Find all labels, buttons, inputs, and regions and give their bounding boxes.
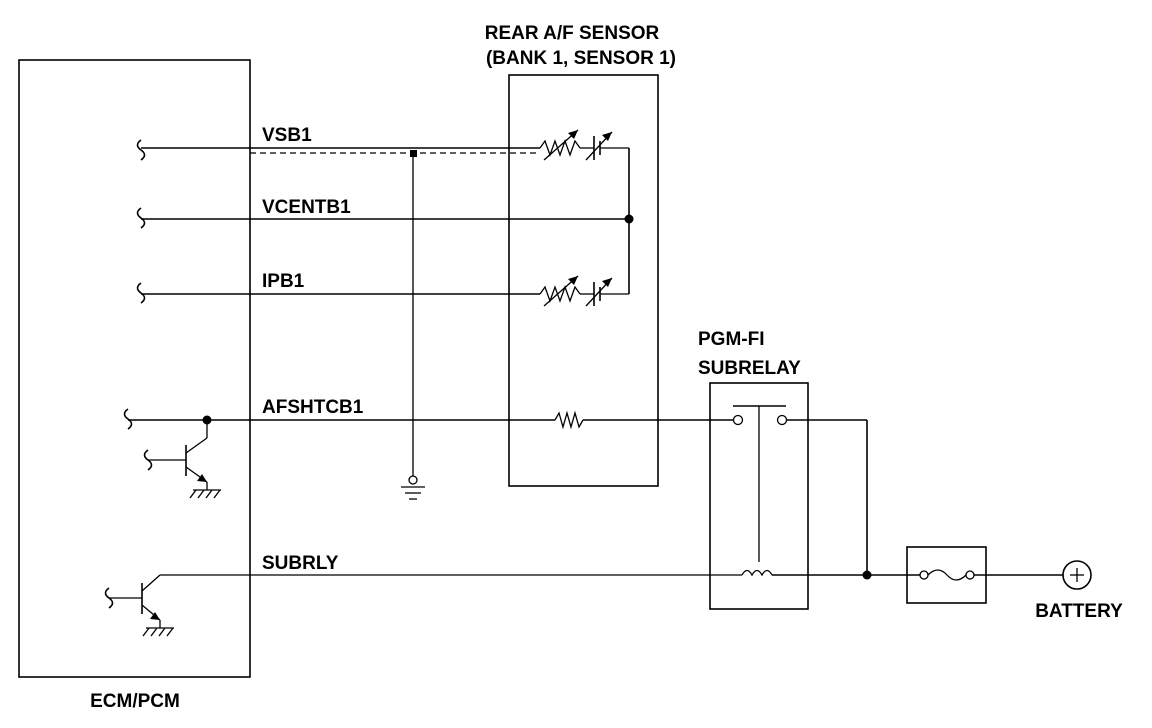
rear-af-sensor-box	[508, 74, 659, 487]
relay-label-line1: PGM-FI	[698, 329, 765, 350]
sensor-label-line2: (BANK 1, SENSOR 1)	[486, 48, 676, 69]
wire-label-ipb1: IPB1	[262, 271, 305, 292]
wire-label-afshtcb1: AFSHTCB1	[262, 397, 364, 418]
heater-transistor	[148, 420, 221, 499]
wire-label-vsb1: VSB1	[262, 125, 312, 146]
battery-symbol	[1062, 560, 1092, 590]
ecm-pcm-box	[18, 59, 251, 678]
pgm-fi-subrelay-box	[709, 382, 809, 610]
wire-vcentb1	[141, 148, 634, 294]
sensor-label-line1: REAR A/F SENSOR	[485, 23, 660, 44]
wire-vsb1	[141, 147, 540, 157]
battery-label: BATTERY	[1035, 601, 1123, 622]
wire-label-vcentb1: VCENTB1	[262, 197, 351, 218]
sensor-cell-bottom	[539, 275, 629, 307]
relay-label-line2: SUBRELAY	[698, 358, 801, 379]
ecm-pcm-label: ECM/PCM	[90, 691, 180, 712]
wire-afshtcb1	[128, 410, 733, 430]
sensor-cell-top	[539, 129, 629, 161]
relay-contacts	[732, 405, 868, 575]
relay-coil	[741, 569, 867, 577]
connector-brackets	[104, 139, 153, 609]
fuse-line	[867, 569, 1063, 581]
wire-label-subrly: SUBRLY	[262, 553, 339, 574]
ground-branch	[401, 156, 425, 500]
relay-transistor	[109, 574, 174, 637]
